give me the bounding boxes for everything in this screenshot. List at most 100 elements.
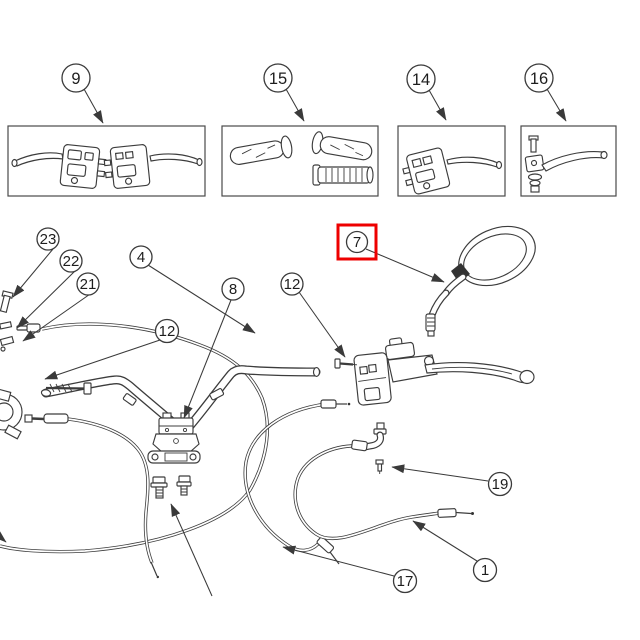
inner-wire: [150, 561, 158, 577]
leader-14: [428, 89, 447, 121]
callout-9[interactable]: 9: [61, 63, 91, 93]
part-box-16: [520, 125, 617, 197]
callout-15-label: 15: [269, 70, 287, 88]
callout-12-left[interactable]: 12: [154, 318, 180, 344]
cable-4: [0, 322, 269, 554]
cable-guide-tab: [122, 393, 137, 406]
lever-blade: [446, 156, 499, 168]
callout-1-label: 1: [481, 562, 489, 579]
bolt-23: [0, 290, 14, 313]
leader-unlabeled-bolt: [170, 503, 213, 597]
left-switch-body: [59, 144, 107, 189]
callout-8[interactable]: 8: [221, 277, 245, 301]
screw-19: [375, 459, 384, 474]
cable-end-fitting: [316, 536, 335, 554]
leader-22: [16, 269, 77, 329]
part-box-9: [7, 125, 206, 197]
inner-wire: [455, 511, 472, 515]
callout-4-label: 4: [137, 249, 145, 266]
callout-12-right-label: 12: [284, 276, 301, 293]
brake-lever-blade: [424, 362, 530, 384]
leader-1: [412, 520, 478, 562]
callout-21[interactable]: 21: [76, 272, 100, 296]
leader-edge-arrow: [0, 530, 7, 543]
leader-21: [22, 291, 94, 342]
clamp-bolt-left: [150, 476, 168, 499]
callouts: 9 15 14 16 7 23 22 21: [36, 63, 554, 594]
callout-16-label: 16: [530, 70, 548, 88]
throttle-switch-assembly: [353, 337, 535, 406]
cable-end-barrel: [437, 508, 457, 518]
stem-band: [451, 263, 470, 283]
leader-23: [12, 248, 54, 298]
callout-14-label: 14: [412, 71, 430, 89]
bar-end-right: [312, 367, 321, 377]
callout-17[interactable]: 17: [392, 568, 418, 594]
leader-12-left: [44, 339, 161, 380]
callout-23-label: 23: [40, 231, 57, 248]
handlebar-clamp: [147, 412, 201, 499]
brake-lever-kit: [524, 135, 608, 193]
lever-blade: [541, 151, 605, 172]
cable-guide-tab: [209, 388, 225, 401]
cable-left-switch: [24, 413, 159, 579]
callout-17-label: 17: [397, 573, 414, 590]
right-grip: [311, 131, 373, 161]
callout-4[interactable]: 4: [129, 245, 153, 269]
left-lever-blade: [14, 152, 64, 167]
grip-set: [229, 131, 374, 186]
switch-assembly-pair: [11, 144, 203, 189]
callout-22[interactable]: 22: [59, 249, 83, 273]
screw-21: [0, 335, 15, 347]
spring-coils: [49, 383, 73, 393]
callout-12-right[interactable]: 12: [280, 272, 304, 296]
callout-22-label: 22: [63, 253, 80, 270]
part-box-15: [221, 125, 379, 197]
bar-end-left: [40, 389, 52, 397]
callout-15[interactable]: 15: [263, 63, 293, 93]
leader-7: [365, 248, 445, 283]
leader-lines: [0, 88, 567, 597]
callout-23[interactable]: 23: [36, 227, 60, 251]
callout-9-label: 9: [71, 70, 80, 88]
cable-end-barrel: [43, 413, 69, 424]
screw-22: [0, 321, 13, 330]
mirror-head: [458, 225, 536, 287]
leader-8: [183, 299, 232, 419]
callout-8-label: 8: [229, 281, 237, 298]
cable-end-barrel: [320, 399, 337, 409]
leader-19: [391, 464, 489, 482]
inner-wire: [329, 551, 340, 565]
leader-16: [546, 88, 567, 122]
lever-knob: [519, 369, 535, 385]
right-lever-blade: [149, 153, 200, 165]
mirror: [425, 225, 536, 337]
cable-1: [293, 422, 474, 541]
reference-boxes: [7, 125, 617, 197]
callout-16[interactable]: 16: [524, 63, 554, 93]
cable-17: [243, 399, 351, 565]
screw-12-right: [334, 358, 358, 369]
callout-19-label: 19: [492, 476, 509, 493]
callout-7-label: 7: [353, 234, 361, 251]
left-edge-parts: [0, 290, 23, 440]
throttle-tube: [312, 164, 374, 186]
leader-15: [285, 88, 305, 122]
callout-7-highlighted[interactable]: 7: [336, 223, 378, 261]
screw-12-left: [45, 382, 92, 395]
part-box-14: [397, 125, 506, 197]
leader-17: [282, 545, 395, 577]
switch-assembly-single: [402, 147, 503, 195]
callout-19[interactable]: 19: [487, 471, 513, 497]
callout-14[interactable]: 14: [406, 64, 436, 94]
callout-1[interactable]: 1: [472, 557, 498, 583]
clamp-bolt-right: [176, 475, 192, 496]
switch-housing: [353, 352, 392, 406]
mirror-stem-thread: [425, 313, 436, 332]
leader-12-right: [298, 291, 346, 358]
right-switch-body: [103, 144, 151, 189]
left-grip: [229, 135, 293, 165]
callout-21-label: 21: [80, 276, 97, 293]
leader-4: [147, 264, 256, 334]
